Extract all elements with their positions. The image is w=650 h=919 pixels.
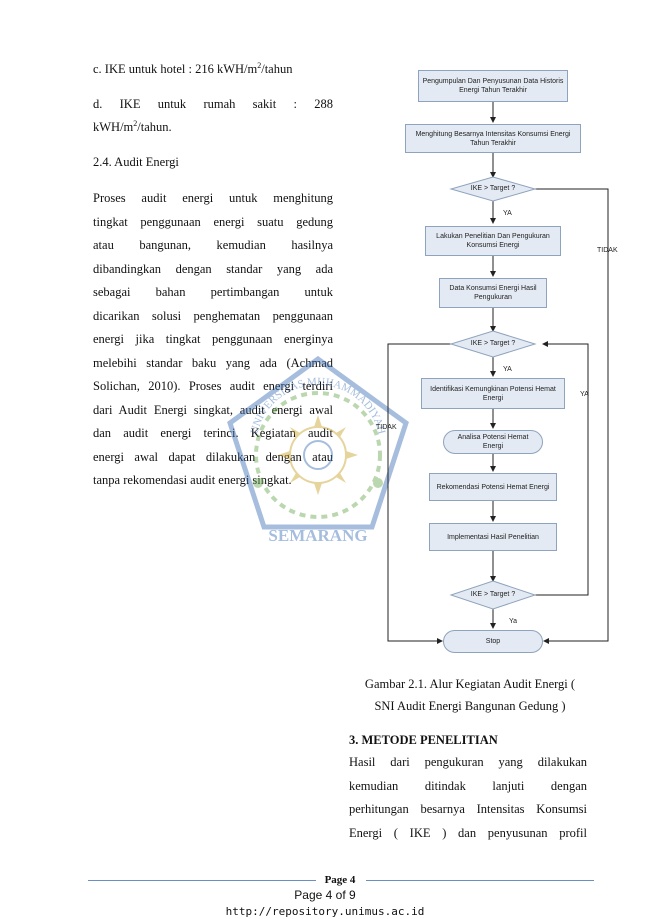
- footer-rule-right: [366, 880, 594, 881]
- section-heading: 2.4. Audit Energi: [93, 155, 179, 169]
- footer-page-count: Page 4 of 9: [294, 888, 356, 902]
- flow-step-implement: Implementasi Hasil Penelitian: [429, 523, 557, 551]
- flowchart-connectors: [387, 102, 609, 644]
- section-3-heading: 3. METODE PENELITIAN: [349, 733, 498, 747]
- seal-sun-icon: [278, 415, 358, 495]
- decision-diamond-1: [449, 176, 537, 202]
- flow-step-recommend: Rekomendasi Potensi Hemat Energi: [429, 473, 557, 501]
- paragraph-line: melebihi standar baku yang ada (Achmad: [93, 355, 333, 370]
- decision-diamond-3: [449, 580, 537, 610]
- flow-stop-terminal: Stop: [443, 630, 543, 653]
- footer-repository-link[interactable]: http://repository.unimus.ac.id: [225, 905, 425, 918]
- paragraph-line: dicarikan solusi penghematan penggunaan: [93, 308, 333, 323]
- flowchart-arrows: [387, 102, 609, 644]
- flow-step-collect-history: Pengumpulan Dan Penyusunan Data Historis…: [418, 70, 568, 102]
- footer-rule-left: [88, 880, 316, 881]
- paragraph-line: energi jika tingkat penggunaan energinya: [93, 332, 333, 346]
- seal-bottom-text: SEMARANG: [268, 526, 367, 545]
- figure-caption-line-2: SNI Audit Energi Bangunan Gedung ): [374, 699, 566, 713]
- paragraph-line: Solichan, 2010). Proses audit energi ter…: [93, 379, 333, 393]
- ike-hospital-line: d. IKE untuk rumah sakit : 288: [93, 97, 333, 111]
- paragraph-line: perhitungan besarnya Intensitas Konsumsi: [349, 802, 587, 816]
- ike-hotel-line: c. IKE untuk hotel : 216 kWH/m2/tahun: [93, 60, 293, 76]
- seal-pentagon: [227, 355, 409, 530]
- paragraph-line: tanpa rekomendasi audit energi singkat.: [93, 473, 292, 487]
- audit-paragraph: Proses audit energi untuk menghitung tin…: [93, 187, 333, 493]
- flow-step-analyze: Analisa Potensi Hemat Energi: [443, 430, 543, 454]
- paragraph-line: tingkat penggunaan energi suatu gedung: [93, 214, 333, 229]
- paragraph-line: Proses audit energi untuk menghitung: [93, 191, 333, 205]
- paragraph-line: dan audit energi terinci. Kegiatan audit: [93, 426, 333, 440]
- decision-label-3: IKE > Target ?: [470, 591, 516, 598]
- paragraph-line: Energi ( IKE ) dan penyusunan profil: [349, 825, 587, 840]
- university-seal-watermark: SEMARANG UNIVERSITAS MUHAMMADIYAH: [227, 355, 409, 545]
- yes-label-3: Ya: [509, 618, 518, 625]
- paragraph-line: atau bangunan, kemudian hasilnya: [93, 238, 333, 252]
- ike-hospital-unit: kWH/m2/tahun.: [93, 118, 172, 134]
- footer-page-label: Page 4: [324, 874, 356, 886]
- paragraph-line: dari Audit Energi singkat, audit energi …: [93, 402, 333, 417]
- loop-label: YA: [580, 391, 589, 398]
- no-label-1: TIDAK: [597, 247, 618, 254]
- decision-label-1: IKE > Target ?: [470, 185, 516, 192]
- seal-laurel-ring: [254, 391, 382, 519]
- paragraph-line: energi awal dapat dilakukan dengan atau: [93, 449, 333, 464]
- decision-diamond-2: [449, 330, 537, 358]
- flow-step-measure: Lakukan Penelitian Dan Pengukuran Konsum…: [425, 226, 561, 256]
- flow-step-identify: Identifikasi Kemungkinan Potensi Hemat E…: [421, 378, 565, 409]
- paragraph-line: sebagai bahan pertimbangan untuk: [93, 285, 333, 299]
- seal-flower-icon: [253, 478, 383, 488]
- paragraph-line: kemudian ditindak lanjuti dengan: [349, 778, 587, 793]
- decision-label-2: IKE > Target ?: [470, 340, 516, 347]
- audit-flowchart: Pengumpulan Dan Penyusunan Data Historis…: [360, 60, 650, 660]
- flow-step-measured-data: Data Konsumsi Energi Hasil Pengukuran: [439, 278, 547, 308]
- no-label-2: TIDAK: [376, 424, 397, 431]
- figure-caption-line-1: Gambar 2.1. Alur Kegiatan Audit Energi (: [364, 677, 576, 691]
- yes-label-1: YA: [503, 210, 512, 217]
- paragraph-line: dibandingkan dengan standar yang ada: [93, 261, 333, 276]
- flow-step-calc-ike: Menghitung Besarnya Intensitas Konsumsi …: [405, 124, 581, 153]
- yes-label-2: YA: [503, 366, 512, 373]
- paragraph-line: Hasil dari pengukuran yang dilakukan: [349, 755, 587, 769]
- method-paragraph: Hasil dari pengukuran yang dilakukan kem…: [349, 751, 587, 845]
